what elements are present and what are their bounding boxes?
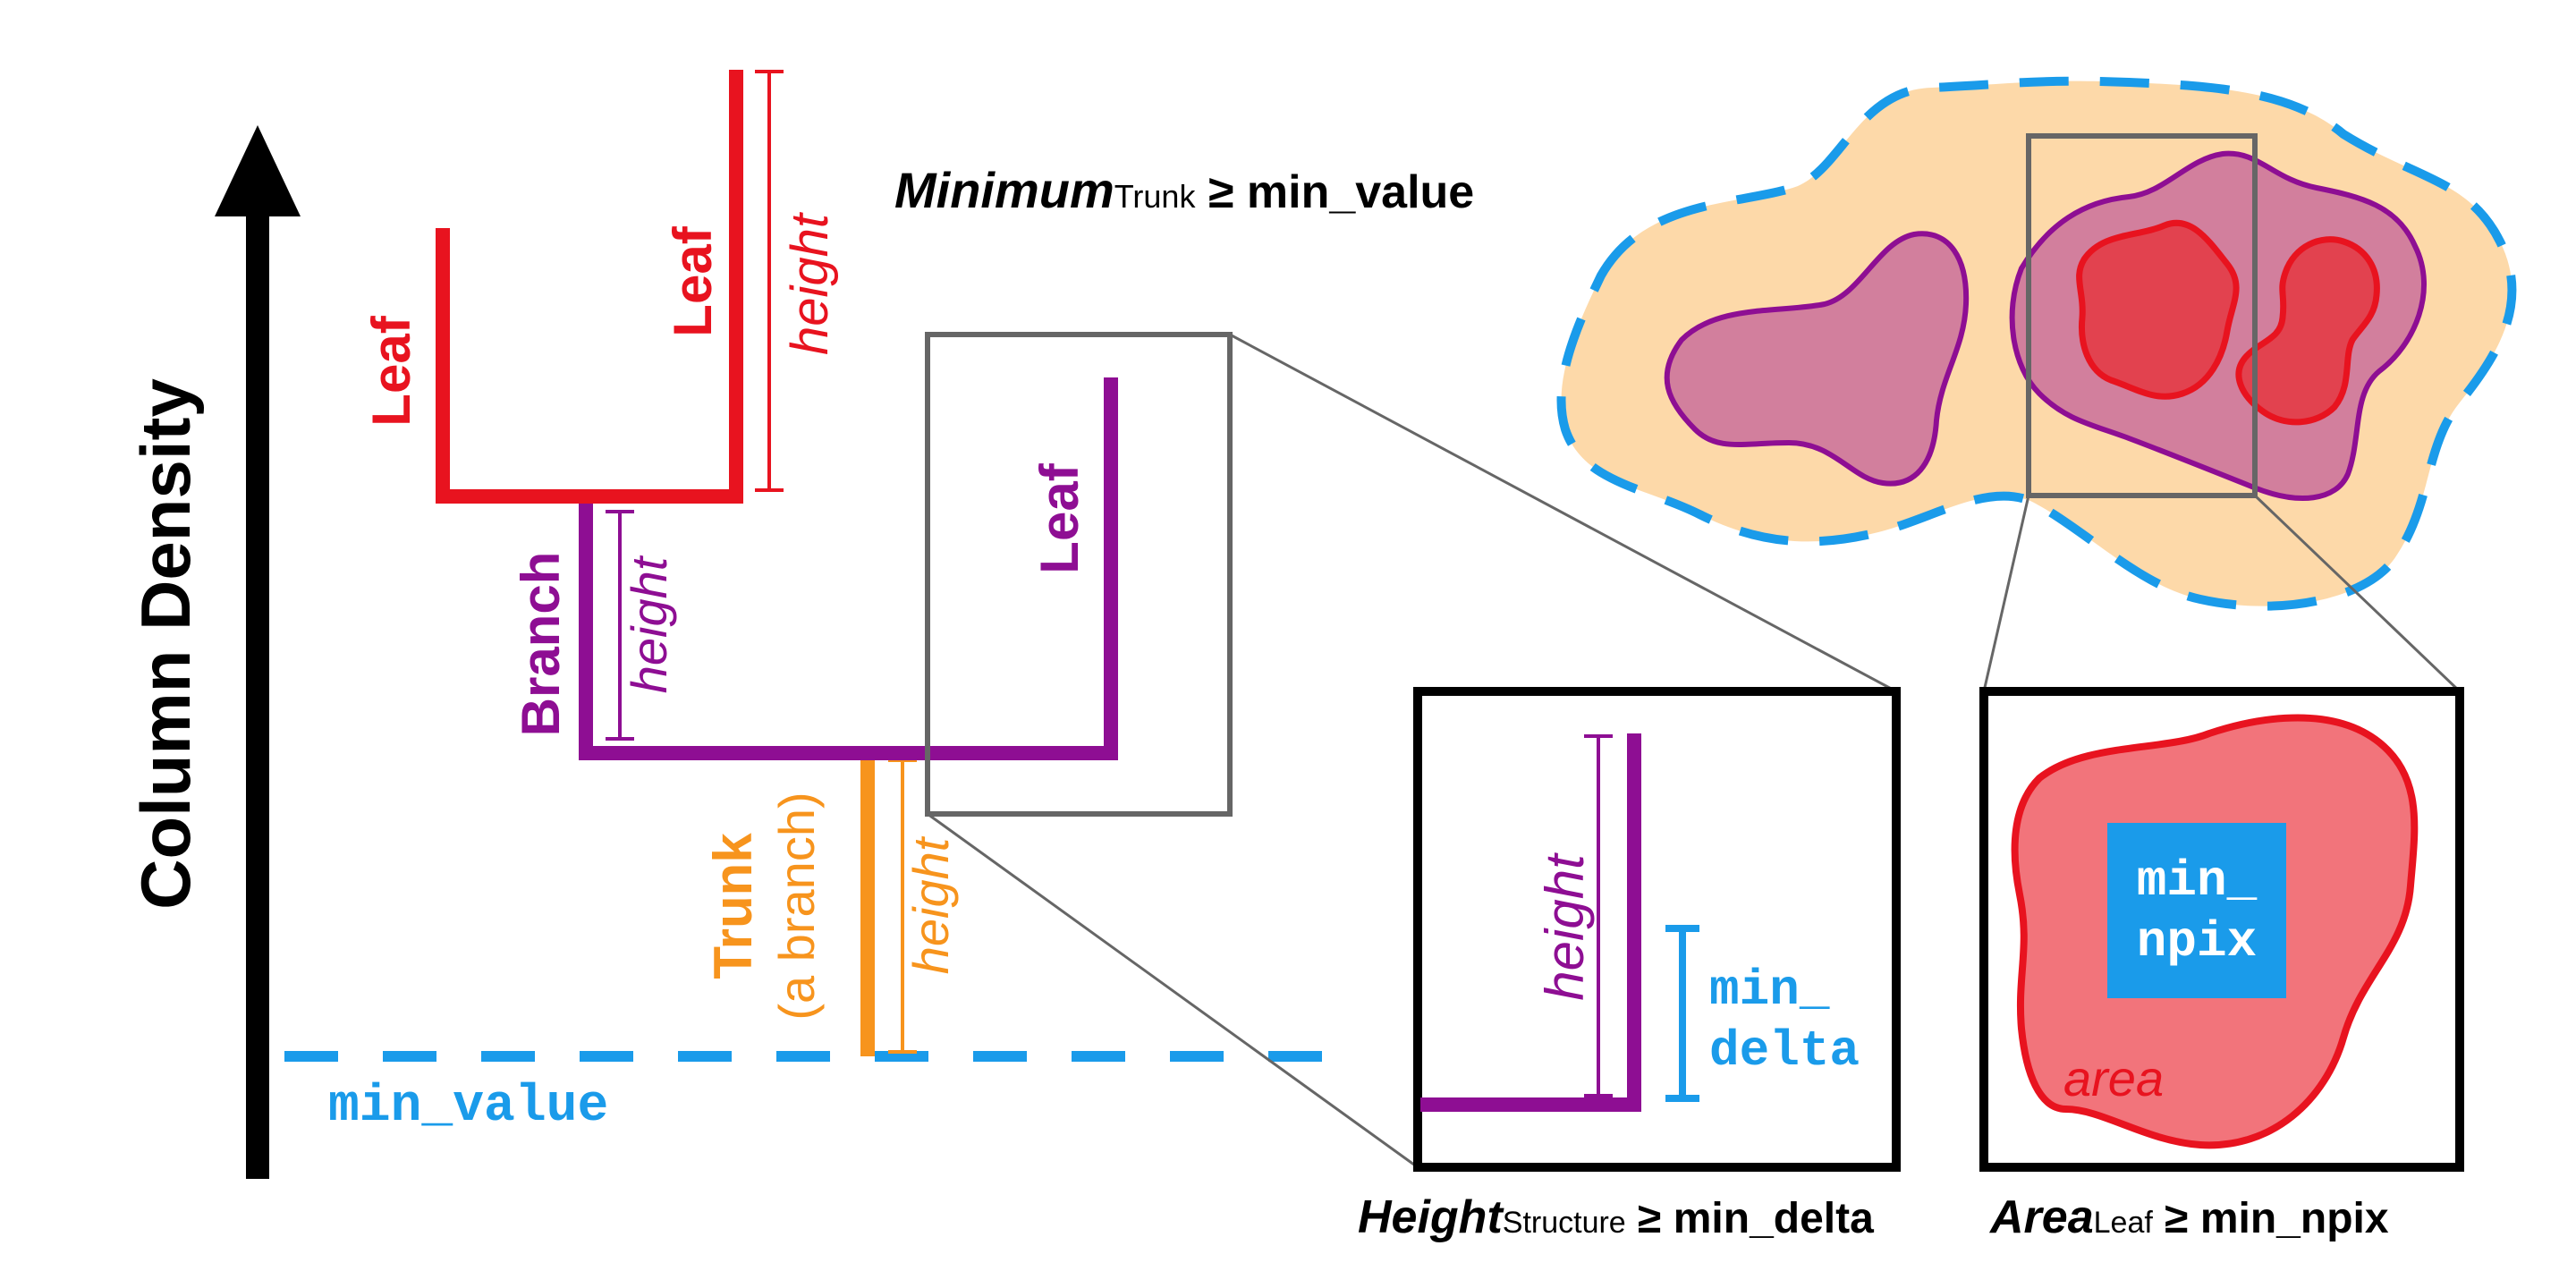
zoom-connector: [1229, 333, 1897, 693]
leaf-region-1: [2076, 219, 2240, 400]
min-value-label: min_value: [328, 1078, 608, 1136]
area-inset: min_ npix area: [1979, 687, 2464, 1172]
height-rule: HeightStructure ≥ min_delta: [1358, 1191, 1874, 1243]
height-inset: height min_ delta: [1413, 687, 1901, 1172]
zoom-connector: [1982, 495, 2030, 692]
min-delta-line1: min_: [1709, 962, 1830, 1019]
zoom-connector: [927, 812, 1419, 1169]
min-delta-line2: delta: [1709, 1022, 1860, 1080]
red-leaf-label-1: Leaf: [361, 315, 421, 426]
clump-map: [1556, 76, 2517, 693]
leaf-height-label: height: [781, 211, 839, 355]
axis-label: Column Density: [126, 378, 205, 910]
min-npix-line1: min_: [2137, 852, 2258, 910]
branch-label: Branch: [511, 552, 571, 737]
min-value-threshold: min_value: [284, 1051, 1324, 1136]
map-zoom-box: [2026, 133, 2258, 498]
left-branch-region: [1664, 231, 1970, 487]
area-label: area: [2063, 1050, 2164, 1106]
minimum-rule: MinimumTrunk ≥ min_value: [894, 162, 1474, 218]
zoom-connector: [2253, 494, 2462, 693]
trunk-sublabel: (a branch): [768, 792, 825, 1020]
branch: height Branch Leaf: [511, 377, 1118, 760]
min-npix-line2: npix: [2137, 913, 2257, 970]
red-leaf-label-2: Leaf: [663, 225, 723, 336]
red-leaves: height Leaf Leaf: [361, 70, 839, 504]
column-density-axis: Column Density: [126, 125, 301, 1179]
leaf-region-2: [2235, 236, 2380, 426]
area-rule: AreaLeaf ≥ min_npix: [1988, 1191, 2389, 1243]
purple-leaf-label: Leaf: [1030, 462, 1089, 573]
trunk-label: Trunk: [703, 833, 763, 979]
zoom-box: [925, 332, 1233, 817]
axis-arrow-icon: [215, 125, 301, 216]
inset-height-label: height: [1535, 852, 1595, 1001]
branch-height-label: height: [621, 555, 677, 693]
trunk-height-label: height: [902, 835, 959, 974]
min-npix-box: [2107, 823, 2286, 998]
trunk: height Trunk (a branch): [703, 756, 959, 1056]
